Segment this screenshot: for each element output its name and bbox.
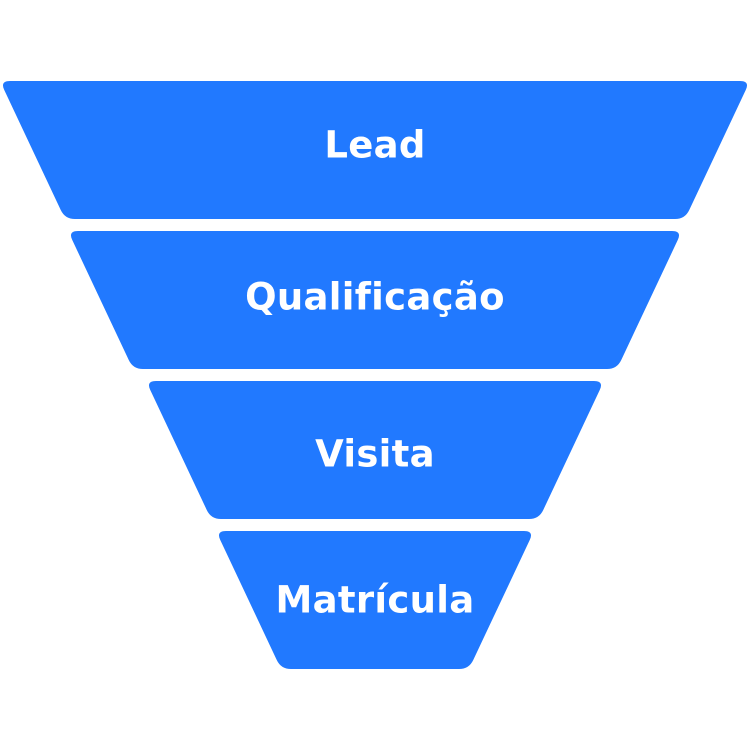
funnel-stage-matricula-shape: [218, 531, 532, 669]
funnel-stage-visita-shape: [148, 381, 602, 519]
funnel-stage-lead-label: Lead: [324, 123, 426, 167]
funnel-stage-qualificacao-shape: [70, 231, 680, 369]
funnel-stage-lead-shape: [2, 81, 748, 219]
funnel-stage-visita-label: Visita: [315, 432, 435, 476]
funnel-stage-matricula-label: Matrícula: [275, 578, 475, 622]
funnel-stage-qualificacao-label: Qualificação: [245, 275, 505, 319]
